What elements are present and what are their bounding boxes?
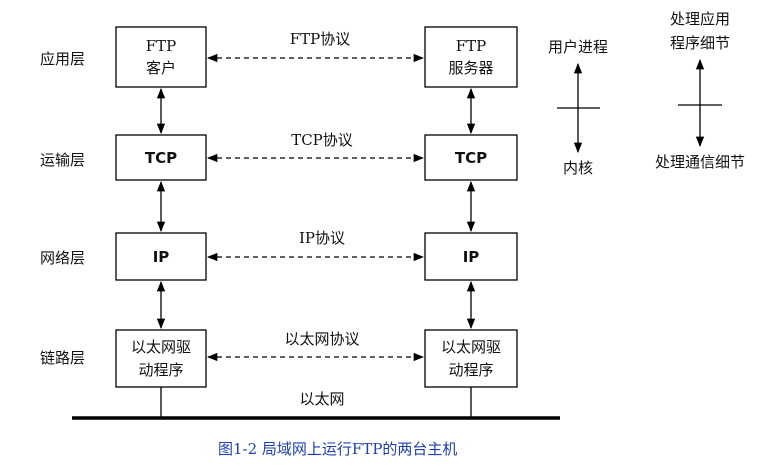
right-ethernet-driver-box — [424, 329, 518, 388]
ip-protocol-label: IP协议 — [299, 229, 345, 247]
layer-label-network: 网络层 — [40, 249, 85, 267]
figure-caption: 图1-2 局域网上运行FTP的两台主机 — [218, 440, 457, 458]
ethernet-protocol-label: 以太网协议 — [284, 330, 359, 348]
ftp-client-line1: FTP — [146, 37, 177, 55]
layer-label-link: 链路层 — [40, 349, 85, 367]
left-driver-line2: 动程序 — [138, 361, 183, 379]
right-ip-label: IP — [463, 248, 480, 266]
tcp-protocol-label: TCP协议 — [291, 131, 353, 149]
legend-user-process: 用户进程 — [548, 38, 608, 56]
legend-app-details-line1: 处理应用 — [670, 10, 730, 28]
right-tcp-box — [424, 134, 518, 181]
left-tcp-box — [115, 134, 207, 181]
ftp-client-line2: 客户 — [146, 59, 176, 77]
ftp-server-line2: 服务器 — [448, 59, 493, 77]
left-ethernet-driver-box — [115, 329, 207, 388]
right-driver-line2: 动程序 — [448, 361, 493, 379]
ftp-client-box — [115, 26, 207, 88]
left-driver-line1: 以太网驱 — [131, 338, 191, 356]
legend-app-details-line2: 程序细节 — [670, 34, 730, 52]
right-tcp-label: TCP — [455, 149, 487, 167]
left-ip-label: IP — [153, 248, 170, 266]
ethernet-bus-label: 以太网 — [299, 390, 344, 408]
ftp-protocol-label: FTP协议 — [290, 30, 351, 48]
legend-comm-details: 处理通信细节 — [655, 153, 745, 171]
left-tcp-label: TCP — [145, 149, 177, 167]
ftp-server-line1: FTP — [456, 37, 487, 55]
right-driver-line1: 以太网驱 — [441, 338, 501, 356]
right-ip-box — [424, 232, 518, 281]
left-ip-box — [115, 232, 207, 281]
layer-label-application: 应用层 — [40, 50, 85, 68]
ftp-server-box — [424, 26, 518, 88]
legend-kernel: 内核 — [563, 159, 593, 177]
layer-label-transport: 运输层 — [40, 151, 85, 169]
